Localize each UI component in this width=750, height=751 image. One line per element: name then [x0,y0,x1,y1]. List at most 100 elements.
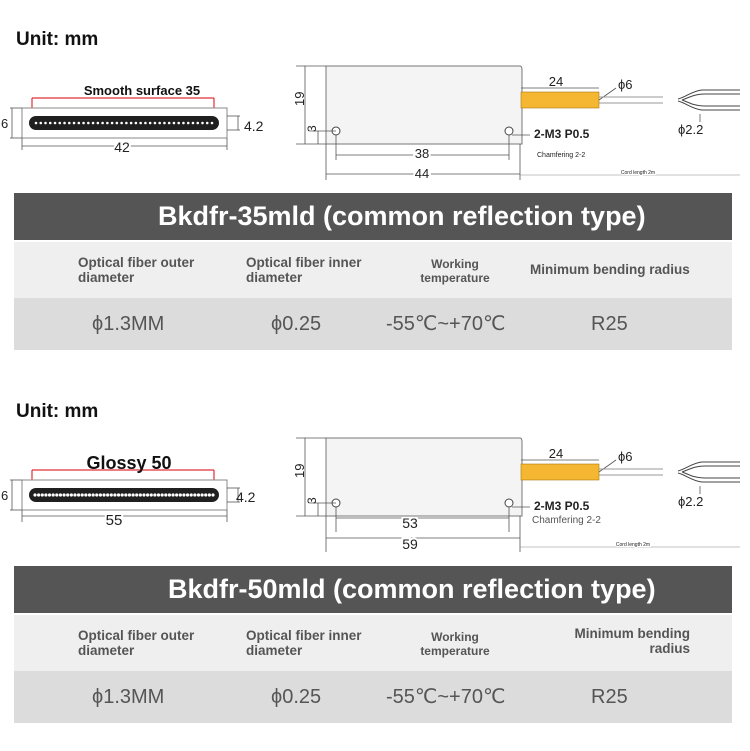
spec-value: ϕ0.25 [271,686,322,708]
fiber-dot [178,493,182,497]
fiber-dot [115,121,119,125]
fiber-dot [171,493,175,497]
fiber-dot [62,493,66,497]
fiber-dot [80,493,84,497]
fiber-dot [44,493,48,497]
fiber-dot [47,493,52,497]
fiber-dot [196,493,201,497]
fiber-strip [29,488,219,502]
side-cord-label: Cord length 2m [621,170,655,176]
fiber-dot [134,121,138,125]
fiber-dot [40,493,44,497]
fiber-dot [73,493,77,497]
spec-value: R25 [591,313,628,335]
fiber-dot [87,121,90,125]
fiber-dot [58,493,63,497]
fiber-dot [205,121,209,125]
fiber-dot [55,493,59,497]
fiber-dot [53,121,57,125]
fiber-dot [182,121,185,125]
side-hole-offset-label: 3 [305,497,319,504]
fiber-dot [185,493,190,497]
fiber-dot [51,493,55,497]
fiber-dot [120,121,123,125]
fiber-dot [191,121,195,125]
model-title: Bkdfr-35mld (common reflection type) [158,201,646,231]
fiber-dot [87,493,92,497]
side-view: 19 3 53 59 24 ϕ6 ϕ2.2 2-M [292,437,740,554]
spec-header: Optical fiber outer diameter [78,255,195,285]
fiber-dot [135,493,139,497]
side-cord-label: Cord length 2m [616,542,650,548]
fiber-dot [76,493,81,497]
side-tip-diameter-label: ϕ2.2 [678,122,703,137]
unit-label: Unit: mm [16,29,99,50]
fiber-dot [131,493,135,497]
spec-value-row: ϕ1.3MM ϕ0.25 -55℃~+70℃ R25 [14,298,732,350]
fiber-dot [129,121,133,125]
housing-body [325,65,523,145]
spec-value: R25 [591,686,628,708]
side-tip-diameter-label: ϕ2.2 [678,494,703,509]
fiber-dot [69,493,73,497]
fiber-dot [34,121,38,125]
front-length-label: 55 [106,512,123,529]
fiber-dot [72,121,76,125]
spec-header: Minimum bending radius [530,262,690,277]
fiber-dot [175,493,179,497]
side-sleeve-diameter-label: ϕ6 [618,77,633,92]
fiber-dot [164,493,168,497]
fiber-dot [163,121,166,125]
side-mount-label: 2-M3 P0.5 [534,499,590,513]
fiber-dot [177,121,180,125]
fiber-dot [84,493,88,497]
spec-header: Optical fiber inner diameter [246,628,362,658]
fiber-dot [124,493,128,497]
spec-value: ϕ1.3MM [92,686,165,708]
fiber-dot [186,121,190,125]
fiber-dot [204,493,208,497]
fiber-dot [153,493,157,497]
fiber-dot [160,493,164,497]
spec-header: Optical fiber inner diameter [246,255,362,285]
spec-header-row: Optical fiber outer diameter Optical fib… [14,242,732,298]
fiber-dot [148,121,152,125]
fiber-dot [44,121,47,125]
spec-value: -55℃~+70℃ [386,686,506,708]
side-view: 19 3 38 44 24 ϕ6 ϕ2.2 2-M [292,65,740,183]
side-sleeve-length-label: 24 [549,446,563,461]
fiber-dot [125,121,128,125]
front-height-label: 6 [1,488,8,503]
side-height-label: 19 [292,92,307,106]
fiber-dot [106,493,110,497]
side-height-label: 19 [292,464,307,478]
front-surface-label: Smooth surface 35 [84,83,200,98]
model-title-bar: Bkdfr-50mld (common reflection type) [14,566,732,613]
unit-label: Unit: mm [16,401,99,422]
fiber-dot [101,121,104,125]
fiber-dot [66,493,70,497]
fiber-dot [109,493,113,497]
spec-value: ϕ1.3MM [92,313,165,335]
model-title-bar: Bkdfr-35mld (common reflection type) [14,193,732,240]
front-surface-label: Glossy 50 [86,453,171,473]
fiber-dot [63,121,66,125]
dimension-drawing: Smooth surface 35 6 4.2 42 19 [1,65,740,183]
side-chamfer-label: Chamfering 2-2 [537,152,585,159]
side-body-length-label: 44 [415,166,429,181]
fiber-dot [189,493,193,497]
front-view: Smooth surface 35 6 4.2 42 [1,83,264,157]
fiber-dot [110,121,114,125]
fiber-dot [127,493,132,497]
fiber-dot [201,121,204,125]
fiber-dot [167,121,171,125]
fiber-dot [207,493,211,497]
fiber-dot [193,493,197,497]
fiber-dot [120,493,124,497]
fiber-dot [91,121,95,125]
side-mount-label: 2-M3 P0.5 [534,127,590,141]
dimension-drawing: Glossy 50 6 4.2 55 19 [1,437,740,554]
spec-value: -55℃~+70℃ [386,313,506,335]
spec-header: Optical fiber outer diameter [78,628,195,658]
fiber-dot [211,493,215,497]
